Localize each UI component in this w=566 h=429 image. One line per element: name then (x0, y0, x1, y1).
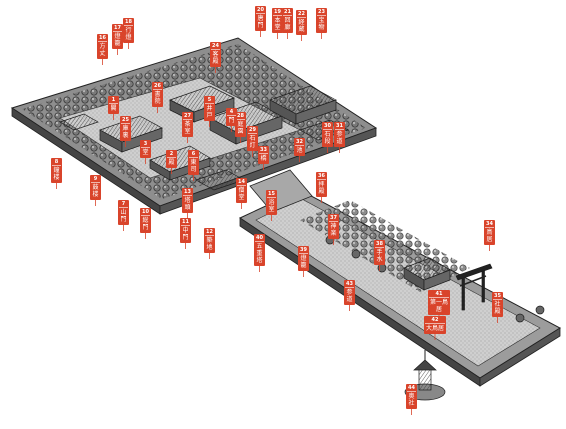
connecting-path (249, 169, 313, 213)
buildings-lower (325, 235, 545, 323)
lower-compound (238, 189, 561, 387)
